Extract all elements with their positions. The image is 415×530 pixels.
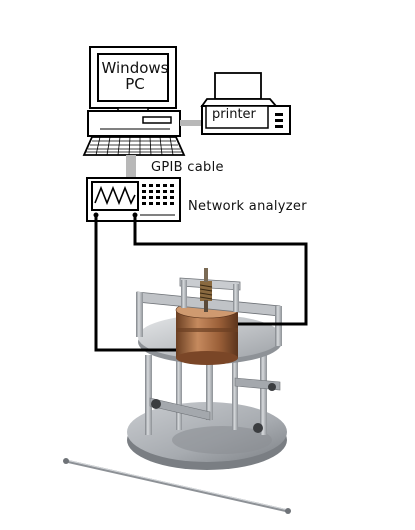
printer-cable [180,120,210,126]
pc-label-line1: Windows [101,59,169,77]
probe-spring-coils [199,284,213,300]
analyzer-screen [91,181,139,211]
fixture-bridge-leg [233,284,239,312]
printer-paper [214,72,262,100]
loose-rod-end [285,508,291,514]
fixture-upper-post [136,292,143,337]
pc-label-line2: PC [125,75,145,93]
pc-drive-slot [142,116,172,124]
printer-top [200,98,278,107]
printer-button [275,125,283,128]
pc-screen [97,53,169,102]
printer-button [275,113,283,116]
fixture-post [176,330,182,430]
fixture-post [206,360,213,420]
analyzer-waveform [94,185,136,206]
printer-label-box [205,105,269,129]
network-analyzer-label: Network analyzer [188,199,307,214]
printer-icon [200,72,291,135]
printer-label: printer [212,107,256,122]
network-analyzer-icon [86,177,181,222]
rf-cable-left [94,216,176,352]
copper-cavity-bottom [176,351,238,365]
fixture-knob [151,399,161,409]
pc-keyboard-keys [86,136,182,156]
printer-button [275,119,283,122]
loose-rod [65,459,289,513]
fixture-bridge-leg [181,280,187,308]
fixture-post [260,355,267,435]
fixture-base-shadow [172,426,272,454]
loose-rod-end [63,458,69,464]
analyzer-keypad [142,184,174,205]
copper-flange [176,328,238,332]
fixture-upper-post [275,306,282,346]
fixture-lower-bar [149,397,211,421]
loose-rod-highlight [65,459,289,511]
probe-tip [204,300,208,312]
gpib-cable-label: GPIB cable [151,160,224,175]
probe-rod [204,268,208,282]
rf-cable-right [133,216,308,326]
resonator-fixture [127,268,287,470]
fixture-post [145,355,152,435]
gpib-cable [126,155,136,178]
fixture-knob [268,383,276,391]
pc-label: Windows PC [101,60,169,92]
fixture-knob [253,423,263,433]
